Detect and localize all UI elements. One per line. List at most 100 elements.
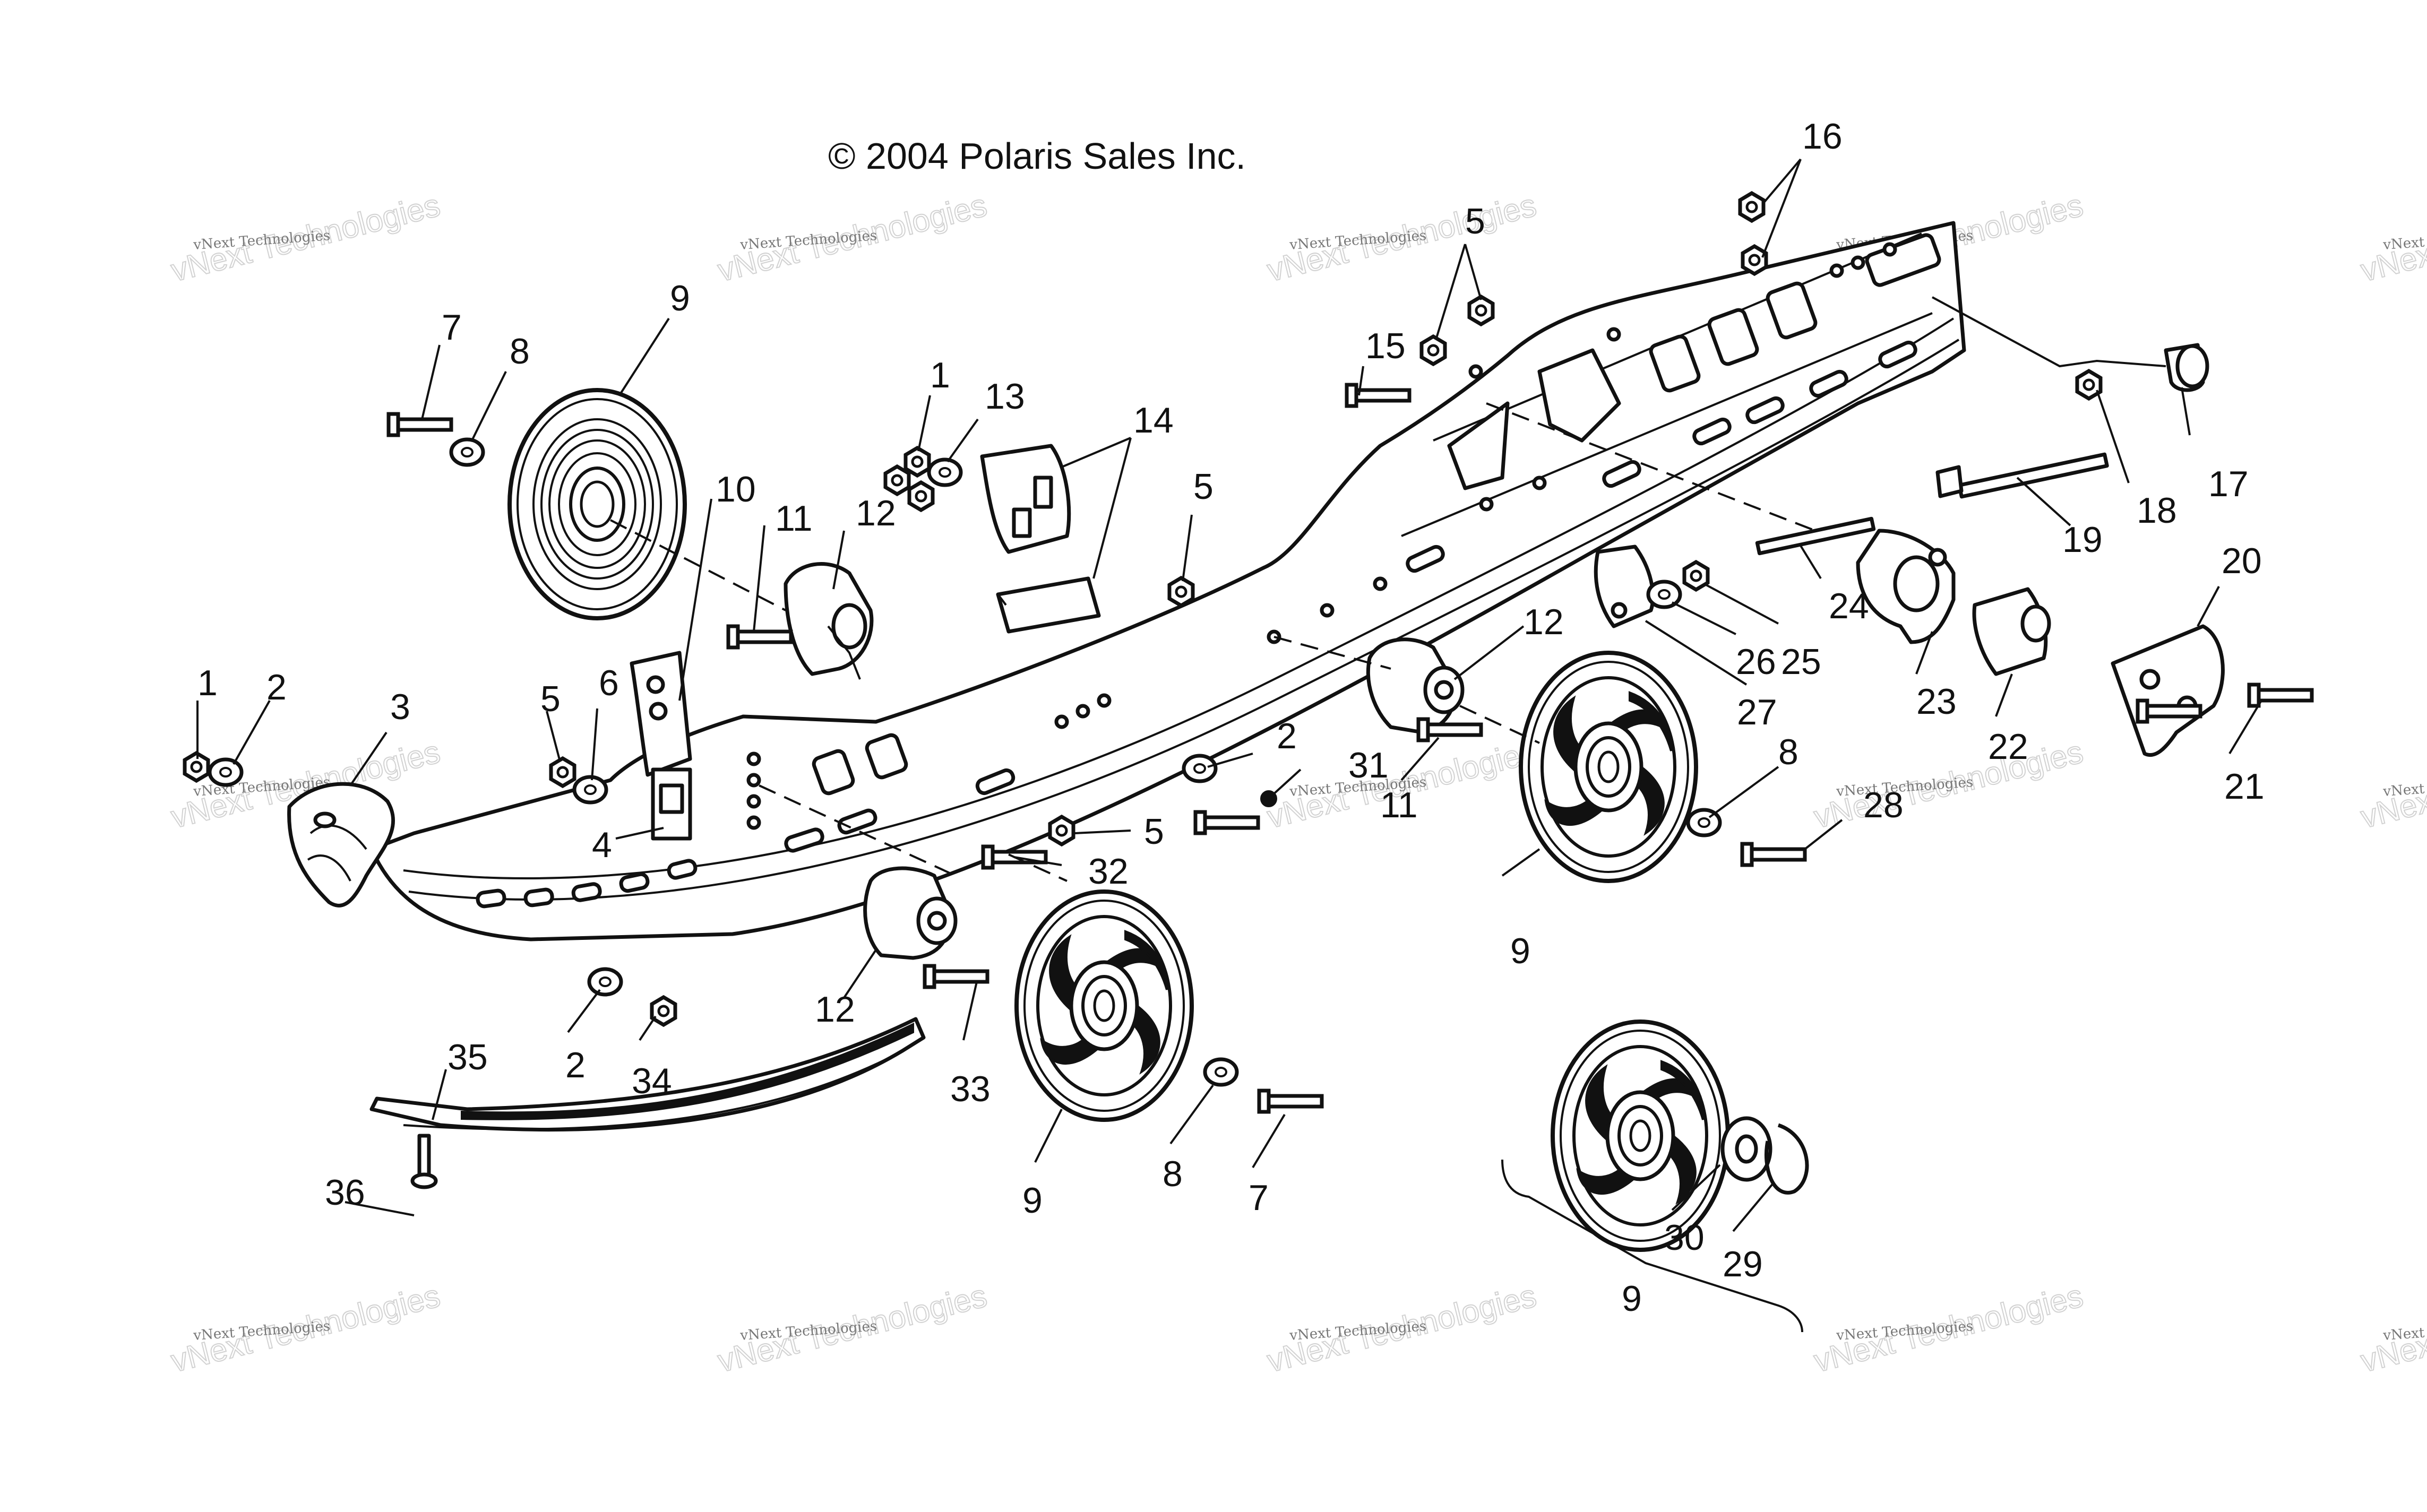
- nut-25: [1684, 562, 1708, 590]
- callout-27: 27: [1737, 692, 1777, 732]
- idler-wheel-kit: [1553, 1022, 1728, 1250]
- rail-slots: [476, 233, 1941, 909]
- pivot-housing: [1856, 529, 1956, 644]
- callout-28: 28: [1863, 785, 1904, 825]
- nut-16-a: [1740, 193, 1763, 221]
- callout-21: 21: [2224, 766, 2265, 807]
- callout-8-top: 8: [510, 331, 530, 371]
- nut-18: [2077, 371, 2101, 399]
- washer-13: [929, 460, 961, 485]
- callout-17: 17: [2208, 464, 2249, 504]
- nut-1-top: [906, 448, 929, 476]
- axle-housing-right: [1366, 637, 1465, 735]
- callout-4: 4: [592, 825, 612, 865]
- callout-5-top: 5: [1465, 201, 1485, 241]
- callout-19: 19: [2062, 520, 2103, 560]
- callout-12-upper: 12: [856, 493, 896, 533]
- rail-holes: [746, 242, 1897, 830]
- watermark-small: vNext Technologies: [2382, 1318, 2427, 1344]
- assembly-lines: [610, 296, 2166, 882]
- callout-1-top: 1: [930, 355, 950, 395]
- callout-9-kit: 9: [1622, 1278, 1642, 1319]
- idler-wheel-right: [1521, 653, 1696, 881]
- nut-1b: [885, 466, 909, 494]
- callout-10: 10: [716, 469, 756, 509]
- callout-8-bottom: 8: [1163, 1154, 1183, 1194]
- bolt-11-lower: [1418, 719, 1481, 740]
- nut-34: [652, 997, 675, 1025]
- bolt-31: [1195, 812, 1258, 833]
- callout-29: 29: [1723, 1244, 1763, 1284]
- shaft-19: [1935, 452, 2109, 499]
- callout-2-bottom: 2: [565, 1045, 586, 1085]
- callout-7-bottom: 7: [1249, 1178, 1269, 1218]
- washer-8-bottom: [1205, 1059, 1237, 1085]
- nut-5-left: [551, 758, 574, 786]
- axle-housing-upper: [784, 562, 874, 680]
- callout-36: 36: [325, 1172, 365, 1213]
- callout-9-bottom: 9: [1022, 1180, 1043, 1221]
- callout-13: 13: [985, 376, 1025, 417]
- callout-7-top: 7: [442, 307, 462, 348]
- nut-5-mid: [1169, 578, 1193, 606]
- bearing-bore: [1735, 1134, 1758, 1164]
- callout-14: 14: [1133, 400, 1174, 440]
- bolt-7-bottom: [1259, 1091, 1322, 1112]
- nut-13b: [909, 482, 933, 510]
- callout-3: 3: [390, 687, 410, 727]
- callout-15: 15: [1365, 326, 1406, 366]
- callout-30: 30: [1664, 1217, 1705, 1258]
- callout-2-mid: 2: [1277, 716, 1297, 756]
- callout-1-left: 1: [197, 663, 218, 703]
- callout-12-lower: 12: [815, 989, 855, 1030]
- callout-16: 16: [1802, 116, 1843, 157]
- bolt-15: [1347, 385, 1409, 406]
- copyright-text: © 2004 Polaris Sales Inc.: [828, 135, 1246, 177]
- washer-6: [574, 777, 606, 802]
- bumper-block: [980, 444, 1071, 554]
- callout-32: 32: [1088, 851, 1129, 892]
- rivet: [410, 1134, 438, 1189]
- idler-wheel-lower: [1017, 892, 1192, 1120]
- callout-25: 25: [1781, 642, 1821, 682]
- nut-5-lower: [1050, 817, 1073, 844]
- wear-strip: [369, 1017, 926, 1132]
- nut-5-top-b: [1469, 297, 1493, 324]
- callout-2-left: 2: [266, 667, 287, 707]
- washer-2-mid: [1184, 756, 1216, 781]
- axle-housing-lower: [863, 866, 958, 960]
- kit-bracket: [1501, 1159, 1803, 1333]
- callout-5-mid: 5: [1193, 466, 1214, 507]
- washer-8-top: [451, 439, 483, 465]
- callout-22: 22: [1988, 727, 2028, 767]
- bolt-11-upper: [728, 626, 791, 647]
- snap-ring: [1764, 1123, 1809, 1195]
- callout-11-lower: 11: [1380, 785, 1418, 825]
- callout-11-upper: 11: [775, 498, 813, 539]
- callout-5-lower: 5: [1144, 811, 1164, 852]
- washer-2-left: [210, 759, 242, 785]
- callout-24: 24: [1829, 586, 1869, 626]
- callout-8-right: 8: [1778, 732, 1798, 772]
- callout-26: 26: [1736, 642, 1776, 682]
- watermark-small: vNext Technologies: [2382, 774, 2427, 800]
- callout-6: 6: [599, 663, 619, 703]
- end-cap: [287, 782, 395, 908]
- callout-18: 18: [2137, 490, 2177, 531]
- callout-20: 20: [2222, 541, 2262, 581]
- callout-35: 35: [447, 1037, 488, 1077]
- nut-5-top-a: [1422, 336, 1445, 364]
